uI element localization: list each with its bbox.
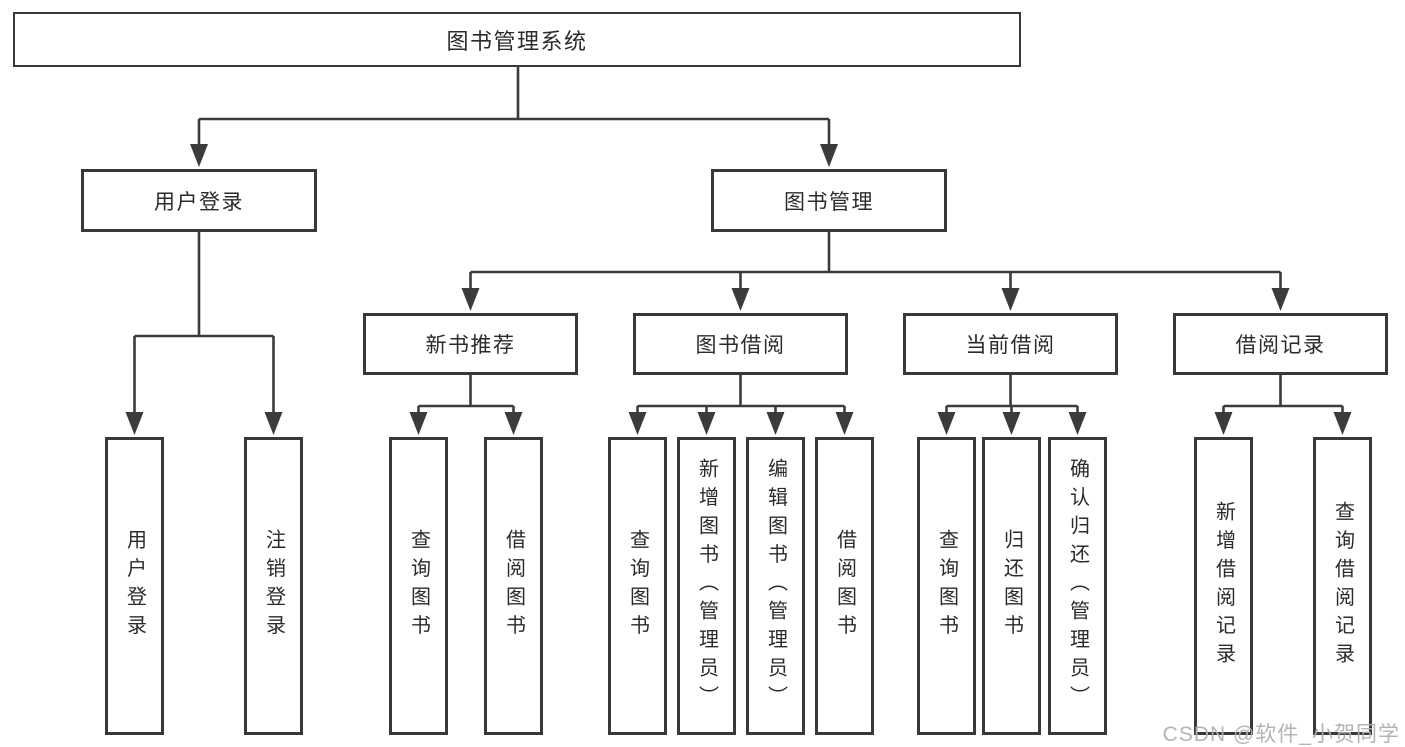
leaf-newbooks-borrow-book: 借阅图书 bbox=[484, 437, 543, 735]
arrowhead-icon bbox=[766, 412, 785, 435]
arrowhead-icon bbox=[1214, 412, 1233, 435]
arrowhead-icon bbox=[1002, 412, 1021, 435]
node-current-borrow-label: 当前借阅 bbox=[965, 334, 1056, 357]
leaf-borrow-edit-book-admin-label: 编辑图书（管理员） bbox=[764, 458, 787, 714]
arrowhead-icon bbox=[731, 288, 750, 311]
leaf-borrow-borrow-book-label: 借阅图书 bbox=[833, 529, 856, 643]
arrowhead-icon bbox=[628, 412, 647, 435]
node-book-borrow-label: 图书借阅 bbox=[695, 334, 786, 357]
leaf-records-add-record-label: 新增借阅记录 bbox=[1212, 500, 1235, 672]
leaf-user-login: 用户登录 bbox=[105, 437, 164, 735]
arrowhead-icon bbox=[1333, 412, 1352, 435]
leaf-logout-label: 注销登录 bbox=[262, 529, 285, 643]
arrowhead-icon bbox=[190, 144, 208, 167]
node-borrow-records: 借阅记录 bbox=[1173, 313, 1388, 375]
node-borrow-records-label: 借阅记录 bbox=[1235, 334, 1326, 357]
arrowhead-icon bbox=[697, 412, 716, 435]
leaf-borrow-borrow-book: 借阅图书 bbox=[815, 437, 874, 735]
leaf-borrow-query-book-label: 查询图书 bbox=[626, 529, 649, 643]
leaf-current-confirm-return-admin: 确认归还（管理员） bbox=[1048, 437, 1107, 735]
arrowhead-icon bbox=[1068, 412, 1087, 435]
arrowhead-icon bbox=[937, 412, 956, 435]
leaf-borrow-add-book-admin-label: 新增图书（管理员） bbox=[695, 458, 718, 714]
node-user-login-label: 用户登录 bbox=[154, 190, 244, 214]
node-root-label: 图书管理系统 bbox=[446, 28, 588, 54]
leaf-current-return-book-label: 归还图书 bbox=[1000, 529, 1023, 643]
leaf-borrow-add-book-admin: 新增图书（管理员） bbox=[677, 437, 736, 735]
node-book-management-label: 图书管理 bbox=[784, 190, 874, 214]
arrowhead-icon bbox=[1271, 288, 1290, 311]
leaf-records-query-record-label: 查询借阅记录 bbox=[1331, 500, 1354, 672]
node-new-book-recommend: 新书推荐 bbox=[363, 313, 578, 375]
arrowhead-icon bbox=[461, 288, 480, 311]
arrowhead-icon bbox=[835, 412, 854, 435]
leaf-records-add-record: 新增借阅记录 bbox=[1194, 437, 1253, 735]
leaf-newbooks-borrow-book-label: 借阅图书 bbox=[502, 529, 525, 643]
node-book-management: 图书管理 bbox=[711, 169, 947, 232]
leaf-user-login-label: 用户登录 bbox=[123, 529, 146, 643]
arrowhead-icon bbox=[504, 412, 523, 435]
node-root: 图书管理系统 bbox=[13, 12, 1021, 67]
leaf-newbooks-query-book: 查询图书 bbox=[389, 437, 448, 735]
arrowhead-icon bbox=[264, 412, 283, 435]
leaf-borrow-query-book: 查询图书 bbox=[608, 437, 667, 735]
arrowhead-icon bbox=[125, 412, 144, 435]
node-current-borrow: 当前借阅 bbox=[903, 313, 1118, 375]
node-user-login: 用户登录 bbox=[81, 169, 317, 232]
leaf-logout: 注销登录 bbox=[244, 437, 303, 735]
node-book-borrow: 图书借阅 bbox=[633, 313, 848, 375]
leaf-current-query-book-label: 查询图书 bbox=[935, 529, 958, 643]
arrowhead-icon bbox=[820, 144, 838, 167]
leaf-newbooks-query-book-label: 查询图书 bbox=[407, 529, 430, 643]
leaf-records-query-record: 查询借阅记录 bbox=[1313, 437, 1372, 735]
arrowhead-icon bbox=[409, 412, 428, 435]
leaf-current-return-book: 归还图书 bbox=[982, 437, 1041, 735]
leaf-current-query-book: 查询图书 bbox=[917, 437, 976, 735]
leaf-current-confirm-return-admin-label: 确认归还（管理员） bbox=[1066, 458, 1089, 714]
node-new-book-recommend-label: 新书推荐 bbox=[425, 334, 516, 357]
leaf-borrow-edit-book-admin: 编辑图书（管理员） bbox=[746, 437, 805, 735]
arrowhead-icon bbox=[1001, 288, 1020, 311]
